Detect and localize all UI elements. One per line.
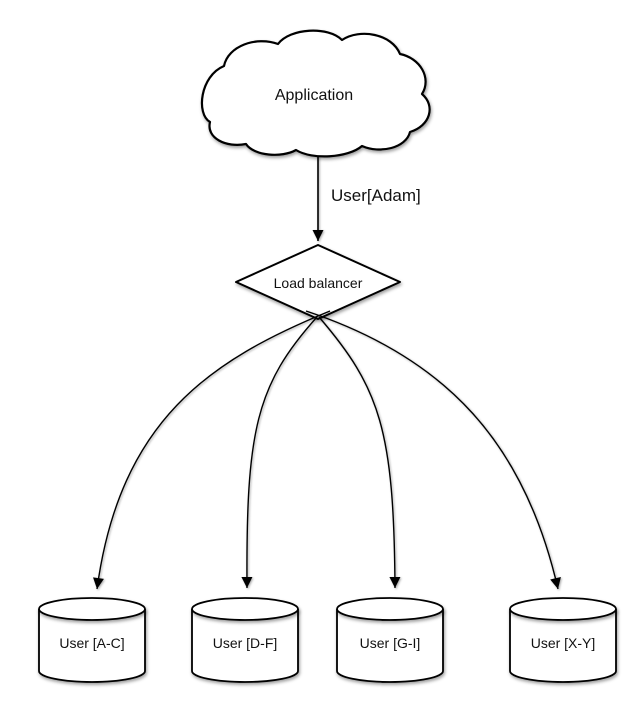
shard-node-1: User [A-C]: [38, 597, 146, 683]
request-edge-label: User[Adam]: [331, 186, 421, 205]
cylinder-top-1: [38, 597, 146, 621]
lb-to-shard-4-arrow: [305, 310, 561, 590]
lb-to-shard-2-arrow: [241, 316, 318, 589]
load-balancer-label: Load balancer: [274, 275, 363, 291]
cylinder-top-3: [336, 597, 444, 621]
cylinder-body-4: [509, 609, 617, 683]
shard-label-2: User [D-F]: [213, 635, 278, 651]
shard-node-2: User [D-F]: [191, 597, 299, 683]
shard-label-4: User [X-Y]: [531, 635, 596, 651]
shard-node-4: User [X-Y]: [509, 597, 617, 683]
load-balancer-node: Load balancer: [235, 244, 401, 320]
cylinder-top-4: [509, 597, 617, 621]
application-node: Application: [200, 29, 431, 158]
cylinder-body-3: [336, 609, 444, 683]
lb-to-shard-1-arrow: [93, 310, 331, 590]
cloud-shape: [200, 29, 431, 158]
shard-node-3: User [G-I]: [336, 597, 444, 683]
diamond-shape: [235, 244, 401, 320]
shard-label-1: User [A-C]: [59, 635, 124, 651]
cylinder-body-1: [38, 609, 146, 683]
lb-to-shard-3-arrow: [318, 316, 401, 589]
cylinder-body-2: [191, 609, 299, 683]
shard-label-3: User [G-I]: [360, 635, 421, 651]
application-label: Application: [275, 87, 353, 104]
cylinder-top-2: [191, 597, 299, 621]
